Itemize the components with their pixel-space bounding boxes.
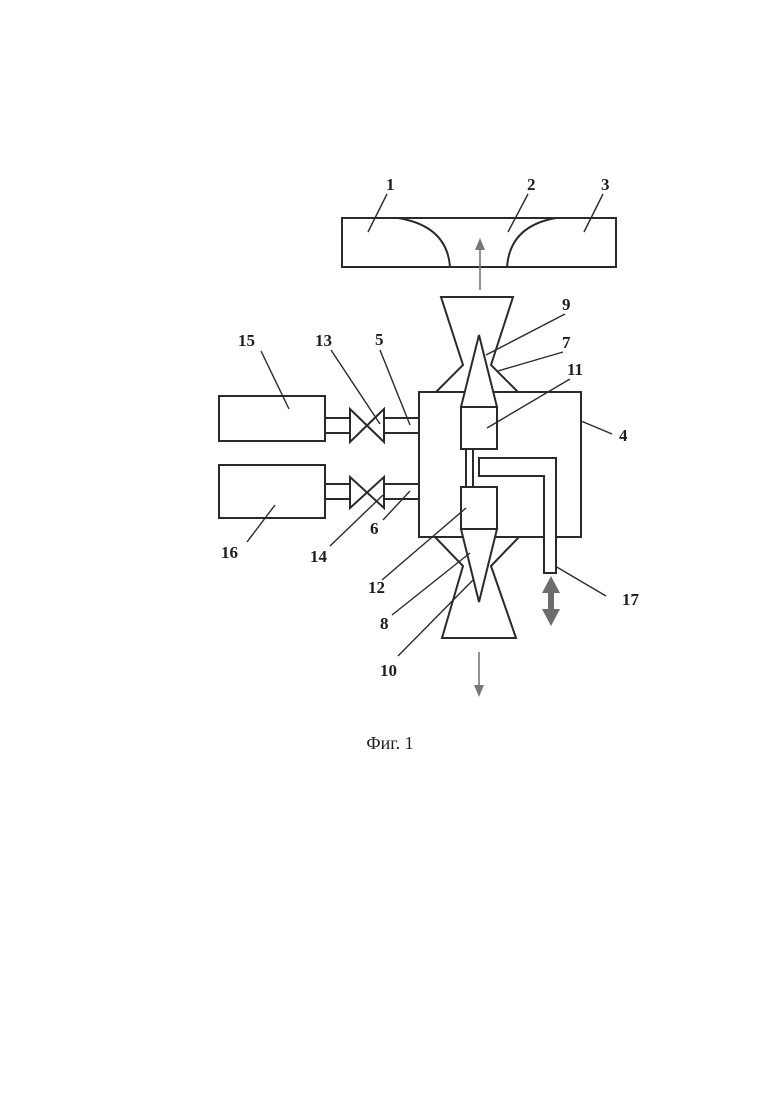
label-13: 13: [315, 331, 332, 350]
label-17: 17: [622, 590, 640, 609]
label-2: 2: [527, 175, 536, 194]
label-14: 14: [310, 547, 328, 566]
label-10: 10: [380, 661, 397, 680]
label-6: 6: [370, 519, 379, 538]
label-9: 9: [562, 295, 571, 314]
label-1: 1: [386, 175, 395, 194]
double-arrow: [542, 576, 560, 626]
label-15: 15: [238, 331, 255, 350]
downward-flow-arrow: [474, 652, 484, 697]
label-16: 16: [221, 543, 238, 562]
label-4: 4: [619, 426, 628, 445]
label-11: 11: [567, 360, 583, 379]
lower-feed-line: [219, 465, 419, 518]
label-5: 5: [375, 330, 384, 349]
label-3: 3: [601, 175, 610, 194]
upper-feed-line: [219, 396, 419, 442]
label-12: 12: [368, 578, 385, 597]
figure-caption: Фиг. 1: [0, 733, 780, 754]
label-8: 8: [380, 614, 389, 633]
label-7: 7: [562, 333, 571, 352]
